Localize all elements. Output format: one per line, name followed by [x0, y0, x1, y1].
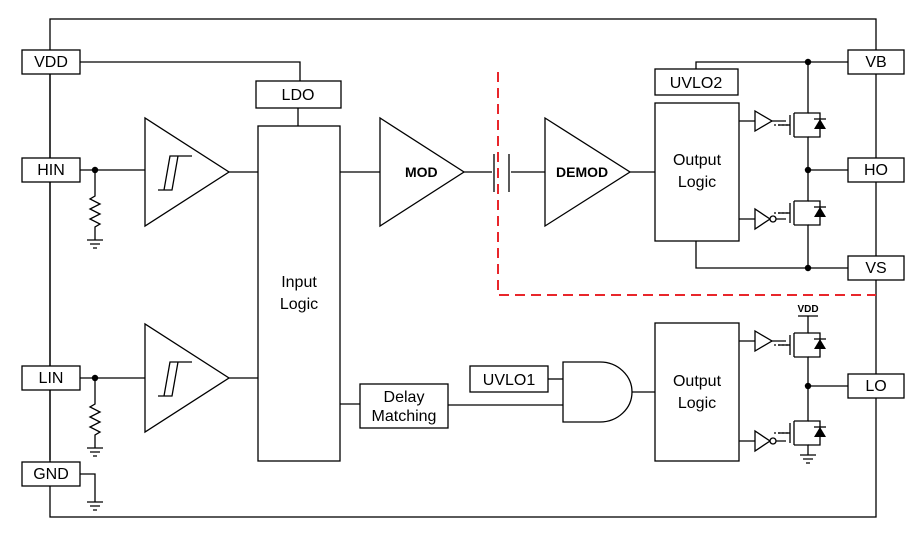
- svg-text:DEMOD: DEMOD: [556, 164, 608, 180]
- svg-text:Matching: Matching: [372, 408, 437, 425]
- input-logic-block: Input Logic: [257, 125, 341, 462]
- pin-lo: LO: [847, 373, 905, 399]
- pin-vs: VS: [847, 255, 905, 281]
- inverter-icon: [754, 207, 777, 231]
- svg-text:Output: Output: [673, 373, 722, 390]
- pin-vdd: VDD: [21, 49, 81, 75]
- pin-hin: HIN: [21, 157, 81, 183]
- svg-text:Input: Input: [281, 274, 317, 291]
- buffer-icon: [754, 109, 774, 133]
- svg-text:UVLO1: UVLO1: [483, 372, 536, 389]
- ldo-block: LDO: [255, 80, 342, 109]
- uvlo2-block: UVLO2: [654, 68, 739, 96]
- buffer-icon: [754, 329, 774, 353]
- svg-text:UVLO2: UVLO2: [670, 75, 723, 92]
- pin-ho: HO: [847, 157, 905, 183]
- svg-text:Logic: Logic: [678, 174, 716, 191]
- pin-vb: VB: [847, 49, 905, 75]
- svg-text:LDO: LDO: [282, 87, 315, 104]
- vdd-supply-label: VDD: [797, 304, 818, 315]
- output-logic-low-block: Output Logic: [654, 322, 740, 462]
- svg-text:LO: LO: [865, 378, 886, 395]
- schmitt-trigger-icon: [144, 116, 231, 228]
- svg-text:Logic: Logic: [678, 395, 716, 412]
- output-logic-high-block: Output Logic: [654, 102, 740, 242]
- pin-lin: LIN: [21, 365, 81, 391]
- svg-text:VB: VB: [865, 54, 886, 71]
- uvlo1-block: UVLO1: [469, 365, 549, 393]
- pin-gnd: GND: [21, 461, 81, 487]
- svg-text:HO: HO: [864, 162, 888, 179]
- svg-text:VDD: VDD: [34, 54, 68, 71]
- svg-text:MOD: MOD: [405, 164, 438, 180]
- svg-text:VS: VS: [865, 260, 886, 277]
- svg-text:Delay: Delay: [384, 389, 425, 406]
- svg-text:Logic: Logic: [280, 296, 318, 313]
- svg-text:Output: Output: [673, 152, 722, 169]
- demod-block: DEMOD: [544, 116, 632, 228]
- svg-text:LIN: LIN: [39, 370, 64, 387]
- and-gate-icon: [562, 361, 633, 423]
- delay-matching-block: Delay Matching: [359, 383, 449, 429]
- svg-text:GND: GND: [33, 466, 69, 483]
- svg-text:HIN: HIN: [37, 162, 65, 179]
- mod-block: MOD: [379, 116, 466, 228]
- capacitor-icon: [493, 154, 510, 192]
- schmitt-trigger-icon: [144, 322, 231, 434]
